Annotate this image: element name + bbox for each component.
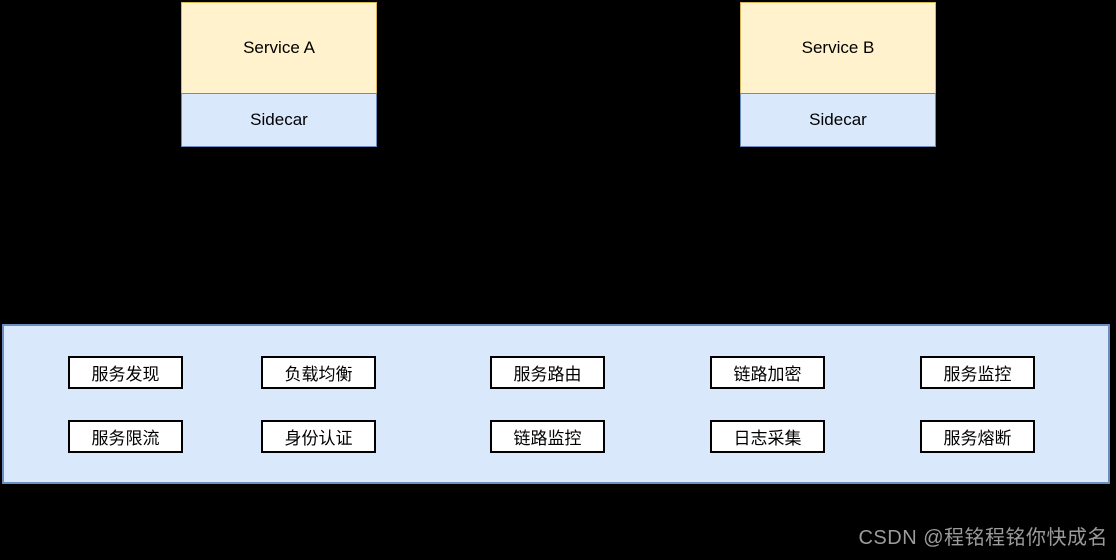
capability-box-link-monitoring: 链路监控 bbox=[490, 420, 605, 453]
service-b-sidecar-box: Sidecar bbox=[740, 93, 936, 147]
csdn-watermark: CSDN @程铭程铭你快成名 bbox=[858, 527, 1108, 549]
capability-box-service-discovery: 服务发现 bbox=[68, 356, 183, 389]
service-a-sidecar-label: Sidecar bbox=[250, 110, 308, 129]
service-b-box: Service B bbox=[740, 2, 936, 94]
service-b-group: Service B Sidecar bbox=[740, 2, 936, 147]
capability-box-rate-limiting: 服务限流 bbox=[68, 420, 183, 453]
capability-box-authentication: 身份认证 bbox=[261, 420, 376, 453]
service-a-label: Service A bbox=[243, 38, 315, 57]
mesh-capabilities-panel: 服务发现 负载均衡 服务路由 链路加密 服务监控 服务限流 身份认证 链路监控 … bbox=[2, 324, 1110, 484]
service-a-group: Service A Sidecar bbox=[181, 2, 377, 147]
service-a-sidecar-box: Sidecar bbox=[181, 93, 377, 147]
capability-box-load-balancing: 负载均衡 bbox=[261, 356, 376, 389]
capability-box-link-encryption: 链路加密 bbox=[710, 356, 825, 389]
capability-box-service-monitoring: 服务监控 bbox=[920, 356, 1035, 389]
service-b-label: Service B bbox=[801, 38, 875, 57]
capability-box-service-routing: 服务路由 bbox=[490, 356, 605, 389]
service-a-box: Service A bbox=[181, 2, 377, 94]
capability-box-circuit-breaking: 服务熔断 bbox=[920, 420, 1035, 453]
capability-box-log-collection: 日志采集 bbox=[710, 420, 825, 453]
service-b-sidecar-label: Sidecar bbox=[809, 110, 867, 129]
